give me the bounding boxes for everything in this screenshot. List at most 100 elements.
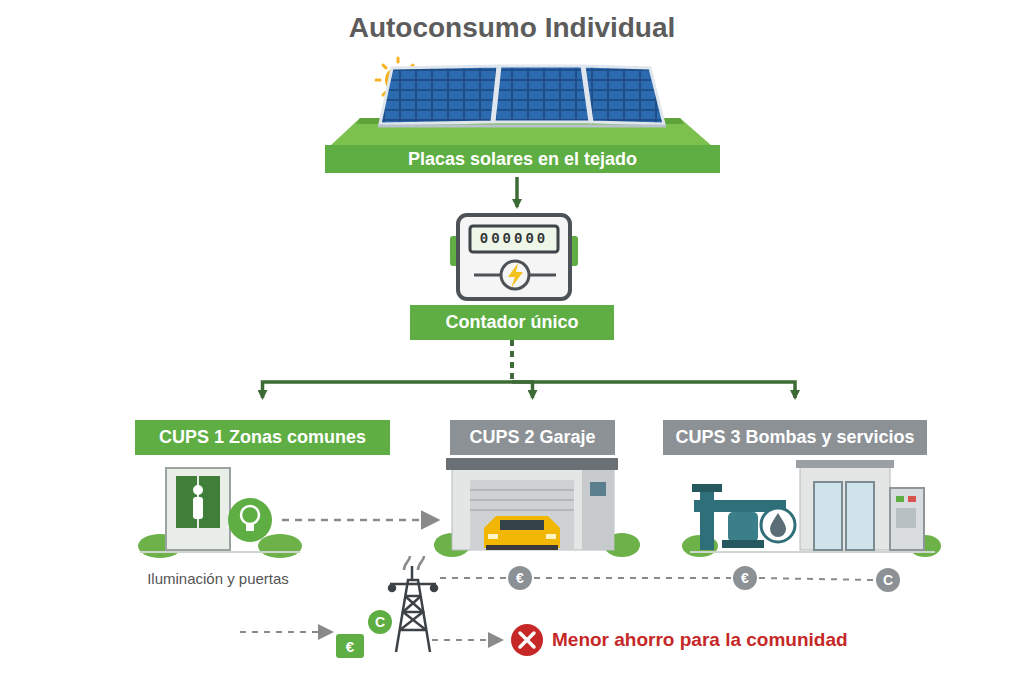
pumps-illustration: [908, 496, 916, 502]
connector-line: [510, 340, 514, 382]
garage-illustration: [486, 545, 558, 550]
solar-panels: [494, 66, 590, 122]
cross-icon: [511, 624, 543, 656]
pylon-icon: [400, 596, 426, 630]
cups1-illustration: [176, 476, 220, 528]
caption-note: Iluminación y puertas: [147, 570, 289, 587]
node-text: CUPS 3 Bombas y servicios: [675, 427, 914, 448]
garage-illustration: [484, 516, 560, 548]
sun-icon: [376, 79, 380, 82]
connector-line: [512, 382, 795, 398]
pylon-icon: [404, 556, 424, 570]
pumps-illustration: [896, 508, 916, 528]
cups1-illustration: [228, 498, 272, 542]
pylon-icon: [389, 556, 437, 652]
cups1-illustration: [166, 468, 230, 550]
pumps-illustration: [814, 482, 842, 550]
warning-text: Menor ahorro para la comunidad: [552, 629, 848, 651]
connector-line: [263, 382, 513, 398]
meter-icon: [470, 226, 558, 252]
cost-circles: [336, 566, 900, 658]
solar-panels: [380, 66, 498, 124]
connector-line: [515, 177, 519, 207]
pumps-illustration: [692, 484, 722, 492]
cross-icon: [511, 624, 543, 656]
meter-icon: [508, 263, 523, 288]
meter-digits: 000000: [480, 231, 548, 247]
pylon-icon: [390, 583, 436, 586]
node-text: Placas solares en el tejado: [408, 149, 637, 170]
garage-illustration: [488, 534, 498, 539]
meter-icon: [474, 274, 500, 277]
pumps-illustration: [761, 508, 795, 542]
garage-illustration: [590, 482, 606, 496]
cost-symbol: €: [516, 570, 524, 586]
grid-cost-lines: [759, 578, 874, 580]
pumps-illustration: [896, 496, 904, 502]
cost-symbol: €: [346, 638, 354, 655]
garage-illustration: [446, 458, 618, 470]
cups1-illustration: [140, 551, 300, 553]
cups1-illustration: [258, 534, 302, 558]
connector: [263, 340, 513, 398]
grid-cost-lines: [432, 639, 502, 641]
cost-symbol: €: [741, 570, 749, 586]
garage-illustration: [582, 470, 614, 550]
solar-panels: [584, 66, 664, 124]
sun-icon: [383, 65, 386, 68]
connector-line: [510, 340, 514, 382]
roof-band: Placas solares en el tejado: [325, 145, 720, 173]
cost-symbol: C: [883, 572, 893, 588]
pumps-illustration: [796, 460, 894, 468]
meter-icon: [501, 261, 529, 289]
pylon-icon: [431, 585, 437, 591]
cross-icon: [520, 633, 534, 647]
pumps-illustration: [682, 460, 941, 557]
pylon-icon: [400, 596, 426, 630]
cups-band: CUPS 2 Garaje: [450, 420, 615, 455]
node-text: CUPS 1 Zonas comunes: [159, 427, 366, 448]
cups-band: CUPS 1 Zonas comunes: [135, 420, 390, 455]
pylon-icon: [396, 580, 430, 652]
cost-circles: [876, 568, 900, 592]
pylon-icon: [411, 566, 414, 580]
garage-illustration: [470, 490, 574, 510]
garage-illustration: [546, 534, 556, 539]
pumps-illustration: [890, 488, 924, 550]
connector: [512, 340, 533, 398]
cups1-illustration: [241, 506, 259, 524]
pylon-icon: [389, 585, 395, 591]
node-text: Contador único: [446, 312, 579, 333]
cups1-illustration: [138, 468, 438, 558]
garage-illustration: [434, 458, 640, 557]
pumps-illustration: [728, 512, 758, 542]
pumps-illustration: [770, 513, 786, 537]
grid-cost-lines: [240, 631, 332, 633]
node-text: CUPS 2 Garaje: [469, 427, 595, 448]
connector-line: [510, 340, 514, 382]
garage-illustration: [470, 489, 574, 491]
connector: [517, 177, 518, 207]
pumps-illustration: [690, 551, 935, 553]
solar-panels: [378, 125, 666, 128]
solar-panels: [378, 66, 666, 126]
cups1-illustration: [193, 485, 203, 495]
garage-illustration: [500, 520, 544, 530]
cost-circles: [508, 566, 532, 590]
pumps-illustration: [722, 540, 764, 548]
pumps-illustration: [846, 482, 874, 550]
cost-circles: [368, 610, 392, 634]
grid-cost-lines: [534, 577, 731, 579]
meter-icon: [458, 215, 570, 299]
meter-band: Contador único: [410, 305, 614, 340]
cost-circles: [336, 634, 364, 658]
cups1-illustration: [282, 519, 438, 522]
diagram-title: Autoconsumo Individual: [0, 12, 1024, 44]
garage-illustration: [470, 499, 574, 501]
garage-illustration: [470, 509, 574, 511]
garage-illustration: [470, 480, 574, 550]
cost-circles: [733, 566, 757, 590]
cups1-illustration: [246, 524, 254, 531]
connector: [512, 340, 795, 398]
